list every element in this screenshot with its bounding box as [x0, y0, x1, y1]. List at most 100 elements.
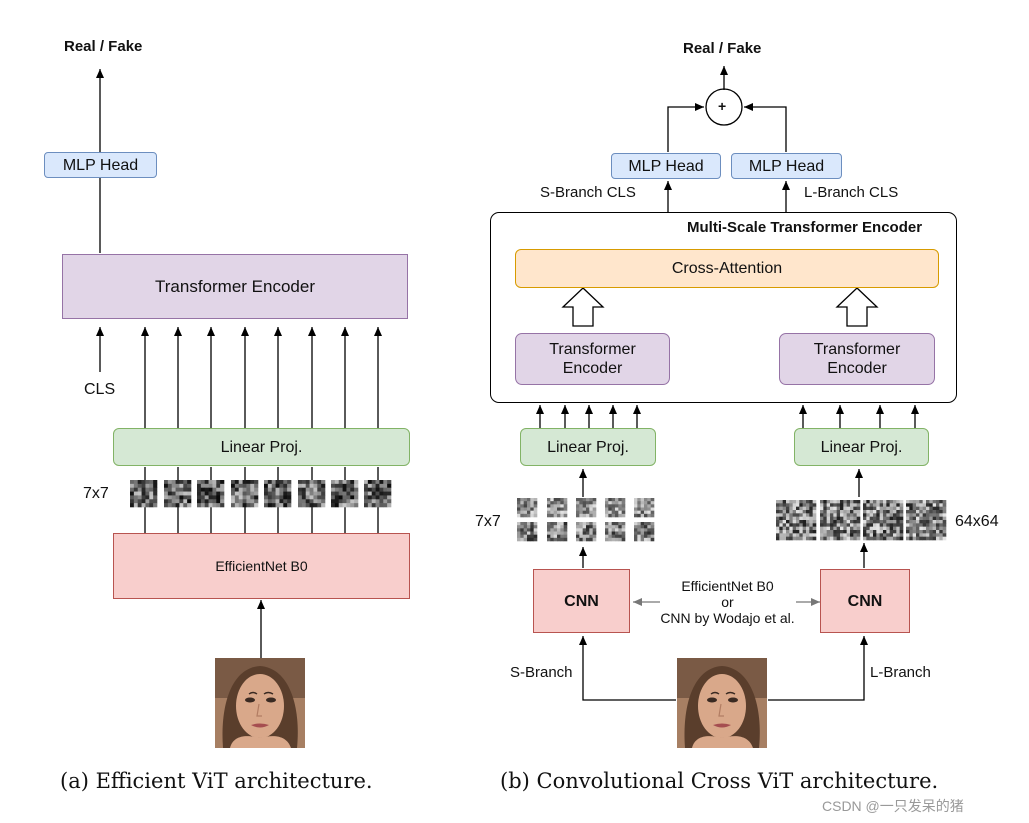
feature-patch-cell: [283, 503, 288, 508]
feature-patch-cell: [812, 526, 817, 531]
feature-patch-cell: [331, 480, 336, 485]
feature-patch-cell: [250, 483, 255, 489]
feature-patch-cell: [896, 536, 900, 541]
feature-patch-cell: [932, 513, 937, 517]
feature-patch-cell: [820, 500, 824, 504]
feature-patch-cell: [615, 522, 619, 526]
feature-patch-cell: [634, 525, 638, 529]
right-caption: (b) Convolutional Cross ViT architecture…: [500, 769, 939, 793]
feature-patch-cell: [582, 498, 587, 502]
feature-patch-cell: [883, 516, 887, 521]
feature-patch-cell: [246, 503, 251, 508]
feature-patch-cell: [820, 510, 824, 514]
feature-patch-cell: [338, 503, 343, 508]
feature-patch-cell: [367, 495, 373, 500]
feature-patch-cell: [175, 491, 180, 496]
feature-patch-cell: [939, 530, 943, 534]
feature-patch-cell: [843, 523, 847, 527]
feature-patch-cell: [183, 499, 188, 504]
feature-patch-cell: [250, 491, 255, 496]
feature-patch-cell: [823, 503, 827, 507]
feature-patch-cell: [301, 491, 307, 496]
feature-patch-cell: [869, 520, 874, 524]
feature-patch-cell: [171, 480, 176, 485]
left-transformer-encoder: Transformer Encoder: [62, 254, 408, 319]
feature-patch-cell: [836, 510, 841, 514]
left-mlp-head: MLP Head: [44, 152, 157, 178]
feature-patch-cell: [929, 526, 933, 531]
feature-patch-cell: [936, 536, 940, 541]
feature-patch-cell: [204, 491, 209, 496]
feature-patch-cell: [137, 499, 142, 504]
feature-patch-cell: [869, 526, 874, 531]
feature-patch-cell: [547, 534, 551, 539]
feature-patch-cell: [179, 491, 184, 496]
feature-patch-cell: [922, 533, 927, 537]
feature-patch-cell: [866, 536, 870, 541]
feature-patch-cell: [812, 516, 817, 521]
feature-patch-cell: [527, 537, 531, 542]
feature-patch-cell: [576, 522, 580, 526]
feature-patch-cell: [792, 533, 797, 537]
feature-patch-cell: [287, 487, 292, 492]
feature-patch-cell: [846, 503, 851, 507]
feature-patch-cell: [806, 533, 810, 537]
feature-patch-cell: [873, 500, 877, 504]
feature-patch-cell: [826, 523, 831, 527]
feature-patch-cell: [592, 534, 597, 539]
feature-patch-cell: [197, 495, 202, 500]
feature-patch-cell: [550, 507, 554, 511]
feature-patch-cell: [799, 503, 803, 507]
feature-patch-cell: [579, 510, 583, 515]
feature-patch-cell: [137, 491, 142, 496]
feature-patch-cell: [856, 523, 861, 527]
feature-patch-cell: [939, 513, 943, 517]
feature-patch-cell: [579, 528, 583, 532]
feature-patch-cell: [212, 480, 217, 485]
right-mlp-head-small-branch: MLP Head: [611, 153, 721, 179]
feature-patch-cell: [130, 483, 135, 489]
feature-patch-cell: [305, 483, 310, 489]
feature-patch-cell: [309, 487, 314, 492]
feature-patch-cell: [879, 520, 884, 524]
feature-patch-cell: [893, 520, 897, 524]
right-linear-proj-large: Linear Proj.: [794, 428, 929, 466]
feature-patch-cell: [145, 495, 150, 500]
feature-patch-cell: [906, 510, 910, 514]
feature-patch-cell: [792, 503, 797, 507]
feature-patch-cell: [789, 516, 793, 521]
feature-patch-cell: [592, 522, 597, 526]
feature-patch-cell: [876, 533, 880, 537]
feature-patch-cell: [879, 506, 884, 511]
feature-patch-cell: [789, 523, 793, 527]
feature-patch-cell: [164, 503, 169, 508]
feature-patch-cell: [167, 483, 173, 489]
feature-patch-cell: [220, 503, 225, 508]
feature-patch-cell: [799, 510, 803, 514]
feature-patch-cell: [137, 487, 142, 492]
feature-patch-cell: [149, 487, 154, 492]
feature-patch-cell: [557, 504, 561, 508]
feature-patch-cell: [899, 526, 904, 531]
feature-patch-cell: [866, 520, 870, 524]
feature-patch-cell: [873, 526, 877, 531]
feature-patch-cell: [806, 526, 810, 531]
feature-patch-cell: [637, 528, 641, 532]
feature-patch-cell: [863, 520, 867, 524]
feature-patch-cell: [321, 480, 326, 485]
backbone-note-line3: CNN by Wodajo et al.: [660, 610, 795, 626]
feature-patch-cell: [812, 533, 817, 537]
feature-patch-cell: [321, 495, 326, 500]
feature-patch-cell: [364, 487, 369, 492]
feature-patch-cell: [350, 487, 355, 492]
feature-patch-cell: [133, 480, 139, 485]
feature-patch-cell: [346, 495, 351, 500]
feature-patch-cell: [936, 500, 940, 504]
feature-patch-cell: [589, 537, 593, 542]
feature-patch-cell: [879, 510, 884, 514]
feature-patch-cell: [305, 503, 310, 508]
feature-patch-cell: [776, 536, 780, 541]
feature-patch-cell: [342, 480, 347, 485]
feature-patch-cell: [563, 528, 568, 532]
